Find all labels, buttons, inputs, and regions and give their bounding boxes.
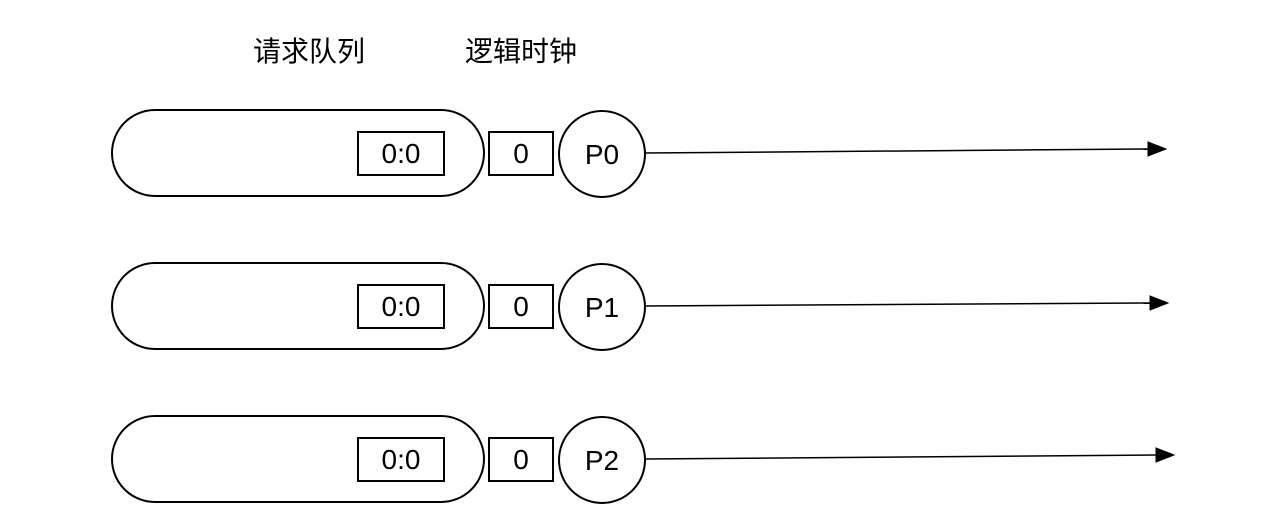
process-node-p1 <box>558 263 646 351</box>
queue-entry-p1: 0:0 <box>382 291 421 322</box>
process-node-p0 <box>558 110 646 198</box>
logical-clock-header: 逻辑时钟 <box>465 35 577 68</box>
request-queue-header: 请求队列 <box>253 35 365 68</box>
process-label-p1: P1 <box>585 292 619 323</box>
process-node-p2 <box>558 416 646 504</box>
timeline-p2 <box>644 454 1157 460</box>
process-label-p2: P2 <box>585 445 619 476</box>
process-label-p0: P0 <box>585 139 619 170</box>
queue-entry-p0: 0:0 <box>382 138 421 169</box>
clock-value-p1: 0 <box>513 291 529 322</box>
process-row-p2: 0:0 0 P2 <box>111 415 1176 504</box>
process-row-p0: 0:0 0 P0 <box>111 109 1168 198</box>
queue-entry-p2: 0:0 <box>382 444 421 475</box>
clock-value-p0: 0 <box>513 138 529 169</box>
queue-entry-box-p1 <box>357 284 445 329</box>
queue-entry-box-p0 <box>357 131 445 176</box>
timeline-arrow-p2 <box>1155 447 1176 463</box>
clock-box-p0 <box>488 131 554 176</box>
clock-box-p2 <box>488 437 554 482</box>
timeline-p0 <box>644 148 1151 154</box>
process-row-p1: 0:0 0 P1 <box>111 262 1170 351</box>
timeline-arrow-p1 <box>1149 295 1170 311</box>
clock-value-p2: 0 <box>513 444 529 475</box>
timeline-p1 <box>644 302 1151 307</box>
timeline-arrow-p0 <box>1147 141 1168 157</box>
clock-box-p1 <box>488 284 554 329</box>
queue-entry-box-p2 <box>357 437 445 482</box>
